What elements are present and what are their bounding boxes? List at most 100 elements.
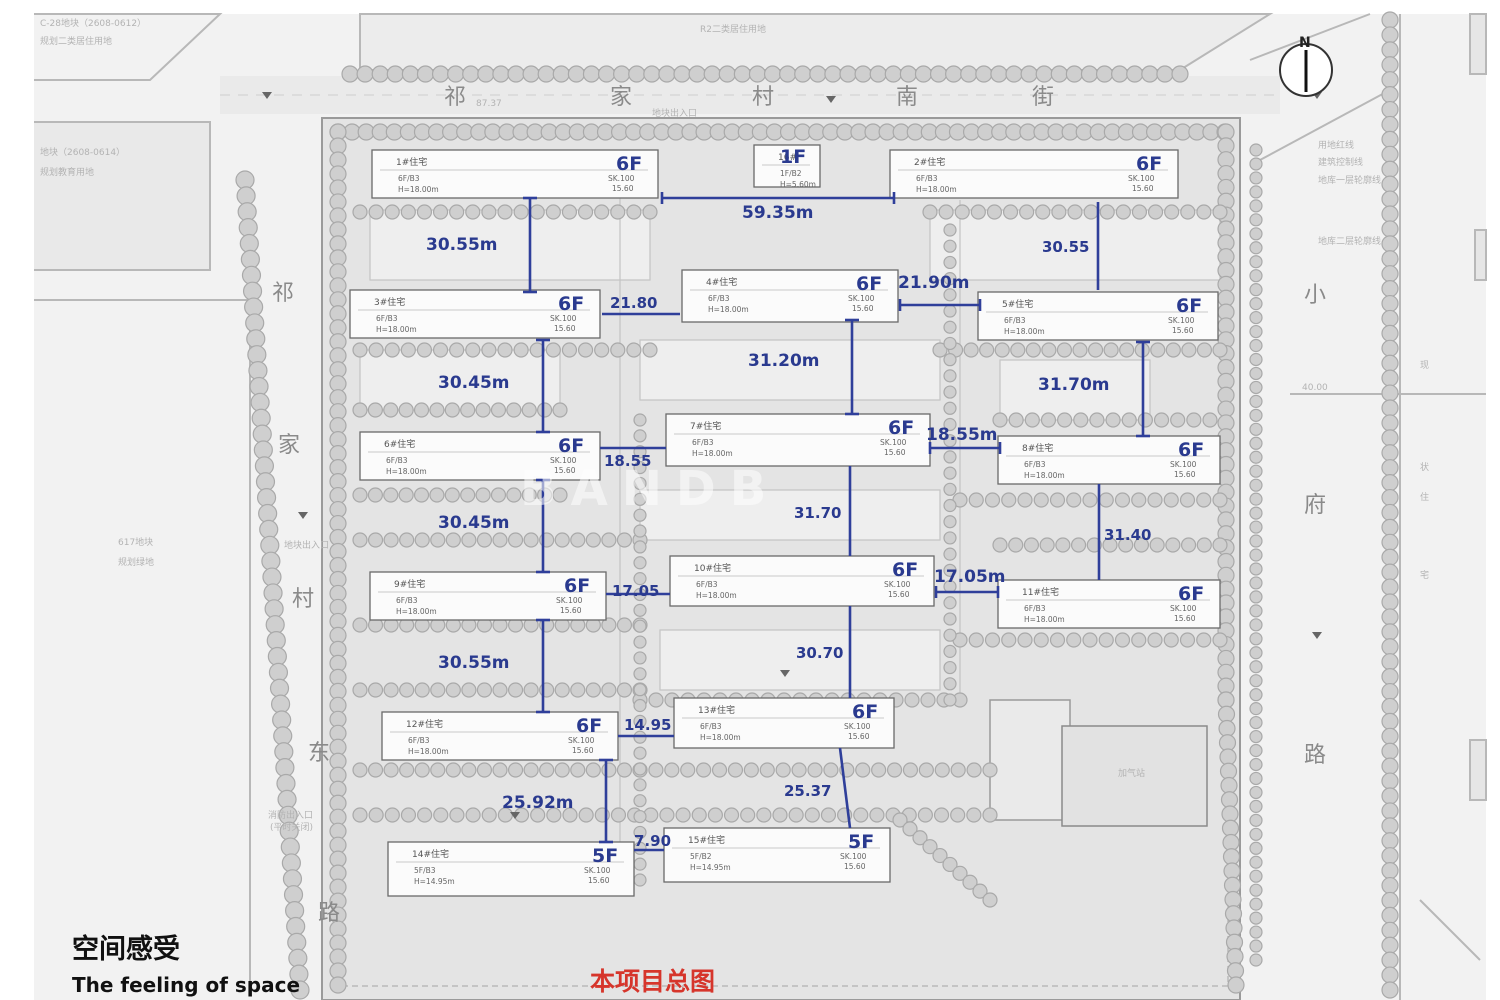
tree	[1133, 537, 1150, 553]
tree	[245, 313, 265, 333]
tree	[263, 583, 283, 603]
tree	[954, 204, 970, 220]
tree	[352, 342, 368, 358]
svg-text:家: 家	[278, 433, 300, 458]
tree	[371, 65, 389, 83]
tree	[383, 402, 399, 418]
tree	[248, 360, 268, 381]
tree	[1025, 342, 1041, 358]
tree	[943, 450, 957, 464]
tree	[929, 65, 948, 83]
tree	[992, 412, 1008, 428]
tree	[1196, 342, 1213, 358]
spacing-dimension: 18.55	[600, 446, 666, 470]
building-area: SK.100	[844, 722, 871, 731]
tree	[430, 532, 446, 548]
tree	[352, 204, 368, 220]
tree-cover	[235, 11, 1399, 1000]
spacing-dimension: 7.90	[634, 832, 671, 852]
tree	[1196, 204, 1212, 220]
tree	[352, 532, 368, 548]
tree	[943, 644, 957, 658]
tree	[1008, 537, 1024, 553]
building-height: H=18.00m	[692, 449, 733, 458]
entrance-markers	[262, 92, 1322, 819]
tree	[1381, 638, 1399, 656]
tree	[994, 342, 1010, 358]
spacing-label: 30.55	[1042, 238, 1089, 256]
tree	[398, 487, 414, 503]
tree	[1102, 537, 1118, 553]
tree	[1381, 175, 1399, 193]
tree	[356, 65, 374, 83]
tree	[1381, 623, 1399, 641]
tree	[1249, 604, 1263, 618]
tree	[1222, 848, 1241, 866]
tree	[1381, 981, 1399, 999]
tree	[1249, 855, 1263, 869]
building-spec: 6F/B3	[376, 314, 398, 323]
spacing-label: 30.55m	[438, 653, 510, 673]
tree	[1249, 241, 1263, 255]
spacing-dimension: 59.35m	[660, 192, 896, 223]
tree	[497, 342, 513, 358]
spacing-label: 30.45m	[438, 373, 510, 393]
building-outline	[889, 149, 1179, 199]
tree	[476, 682, 493, 698]
tree	[1249, 520, 1263, 534]
tree	[1249, 436, 1263, 450]
building-area: SK.100	[1170, 604, 1197, 613]
tree	[445, 762, 461, 778]
tree	[1147, 492, 1163, 508]
tree	[1066, 632, 1082, 648]
tree	[1249, 283, 1263, 297]
tree	[1249, 338, 1263, 353]
tree	[1223, 862, 1241, 880]
building-spec: 6F/B3	[396, 596, 418, 605]
tree	[633, 794, 647, 808]
svg-text:规划绿地: 规划绿地	[118, 556, 154, 568]
tree	[1381, 26, 1399, 44]
tree	[1249, 743, 1263, 758]
tree	[255, 472, 276, 492]
tree	[869, 807, 885, 823]
building-area: SK.100	[608, 174, 635, 183]
tree	[562, 807, 578, 823]
tree	[1087, 342, 1104, 358]
building-outline	[977, 291, 1219, 341]
tree	[884, 65, 902, 83]
tree	[601, 532, 617, 548]
svg-text:地块出入口: 地块出入口	[284, 539, 329, 551]
tree	[1072, 342, 1088, 358]
tree	[902, 762, 919, 778]
tree	[1381, 727, 1399, 745]
tree	[1249, 576, 1263, 590]
tree	[1381, 280, 1399, 298]
building-spec: 6F/B3	[916, 174, 938, 183]
tree	[1163, 492, 1179, 508]
tree	[626, 342, 642, 358]
tree	[256, 488, 277, 508]
spacing-dimension: 30.55	[1042, 202, 1100, 290]
tree	[723, 807, 740, 823]
svg-text:现: 现	[1420, 360, 1429, 371]
tree	[1171, 65, 1189, 83]
building-name: 6#住宅	[384, 438, 415, 450]
tree	[616, 617, 633, 633]
building-floor-count: 6F	[1178, 583, 1204, 605]
tree	[280, 837, 300, 857]
tree	[273, 726, 293, 746]
tree	[367, 532, 384, 548]
building-height: H=18.00m	[696, 591, 737, 600]
tree	[1381, 384, 1399, 402]
tree	[943, 385, 957, 399]
tree	[1221, 805, 1239, 823]
tree	[1381, 817, 1399, 835]
tree	[1179, 492, 1196, 508]
watermark: BANDB	[520, 461, 780, 517]
tree	[1131, 204, 1148, 220]
tree	[237, 202, 257, 222]
